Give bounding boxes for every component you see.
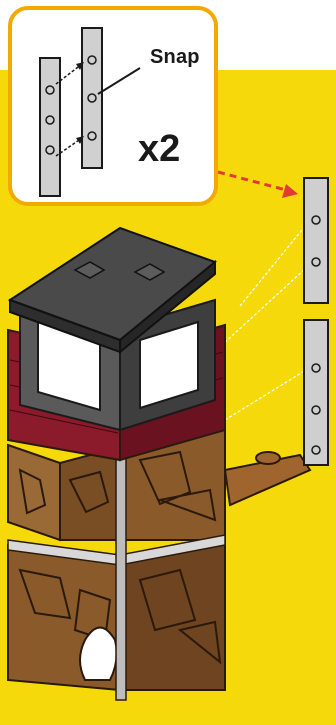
- assembly-callout: Snap x2: [8, 6, 218, 206]
- new-beams: [304, 178, 328, 465]
- rock-column: [8, 430, 225, 700]
- side-bracket: [225, 452, 310, 505]
- arrow-icon: [218, 172, 298, 198]
- snap-label: Snap: [150, 46, 200, 69]
- callout-parts-illustration: [12, 10, 222, 210]
- quantity-label: x2: [138, 128, 180, 171]
